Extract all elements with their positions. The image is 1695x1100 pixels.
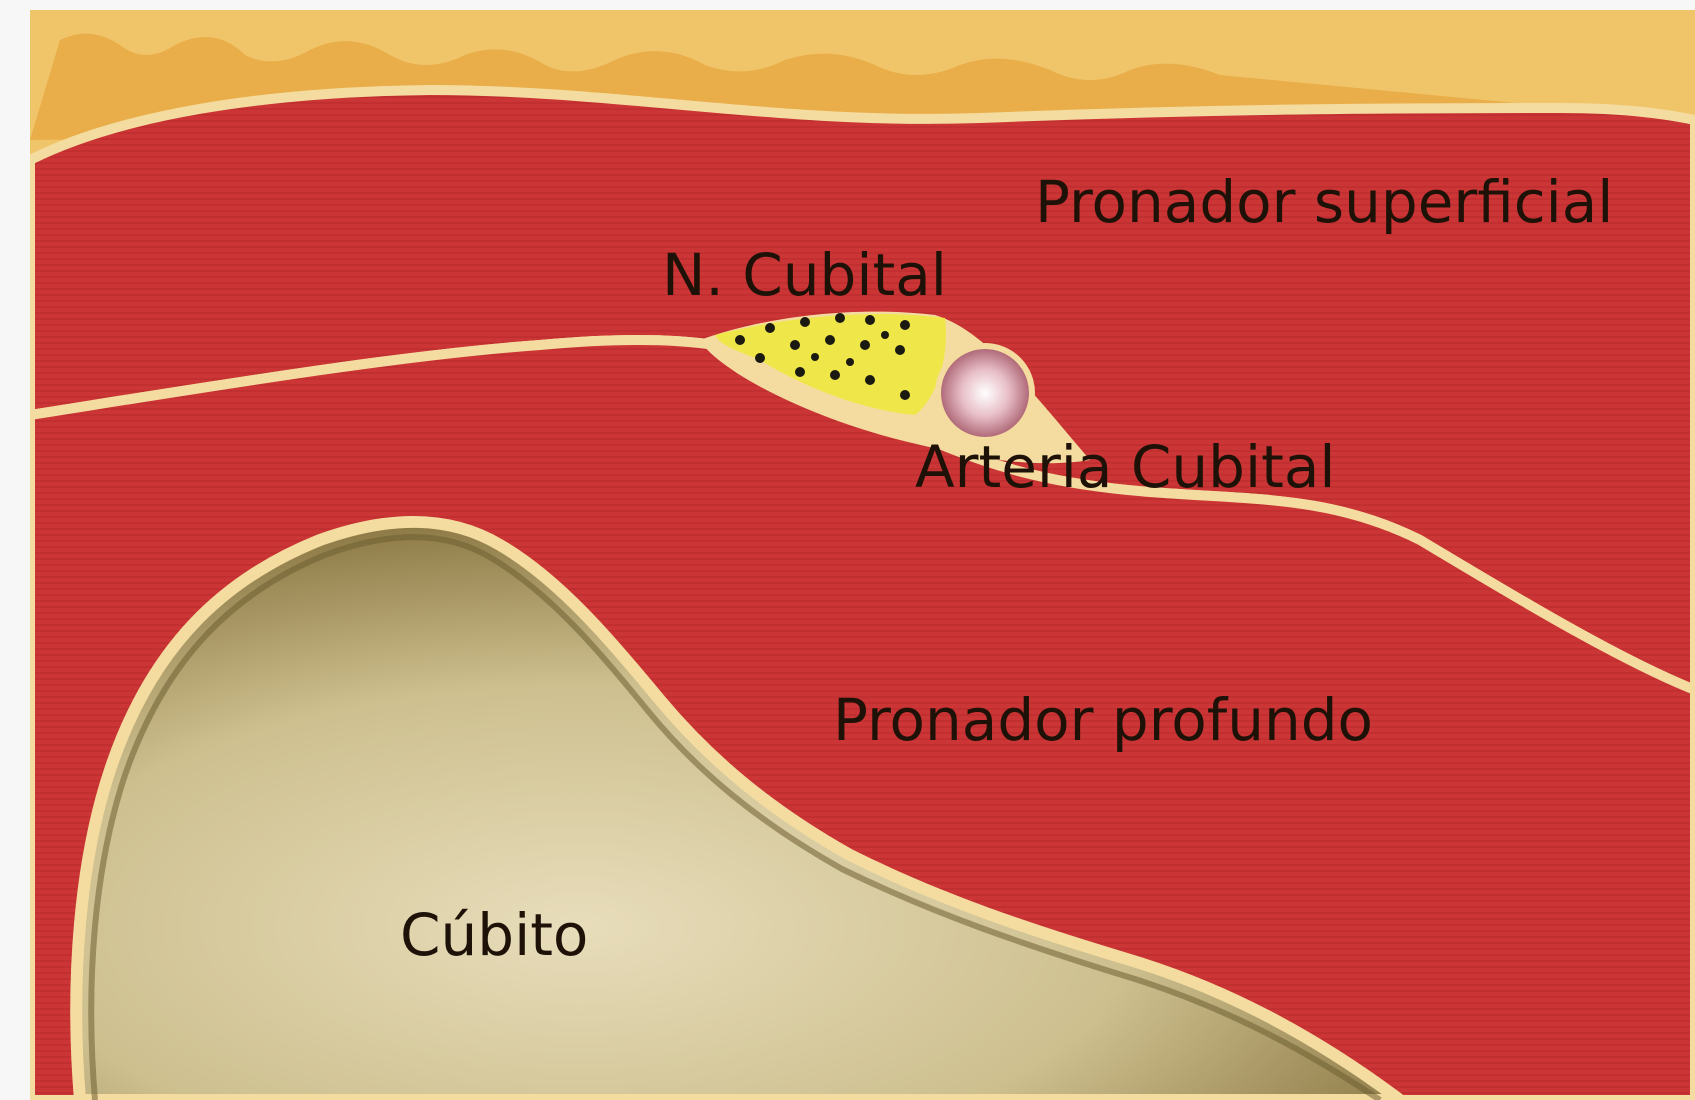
label-pronador-superficial: Pronador superficial <box>1035 168 1613 236</box>
label-n-cubital: N. Cubital <box>662 241 947 309</box>
label-arteria-cubital: Arteria Cubital <box>915 433 1335 501</box>
label-cubito: Cúbito <box>400 901 588 969</box>
arteria-cubital-vessel <box>938 346 1032 440</box>
label-pronador-profundo: Pronador profundo <box>833 686 1373 754</box>
